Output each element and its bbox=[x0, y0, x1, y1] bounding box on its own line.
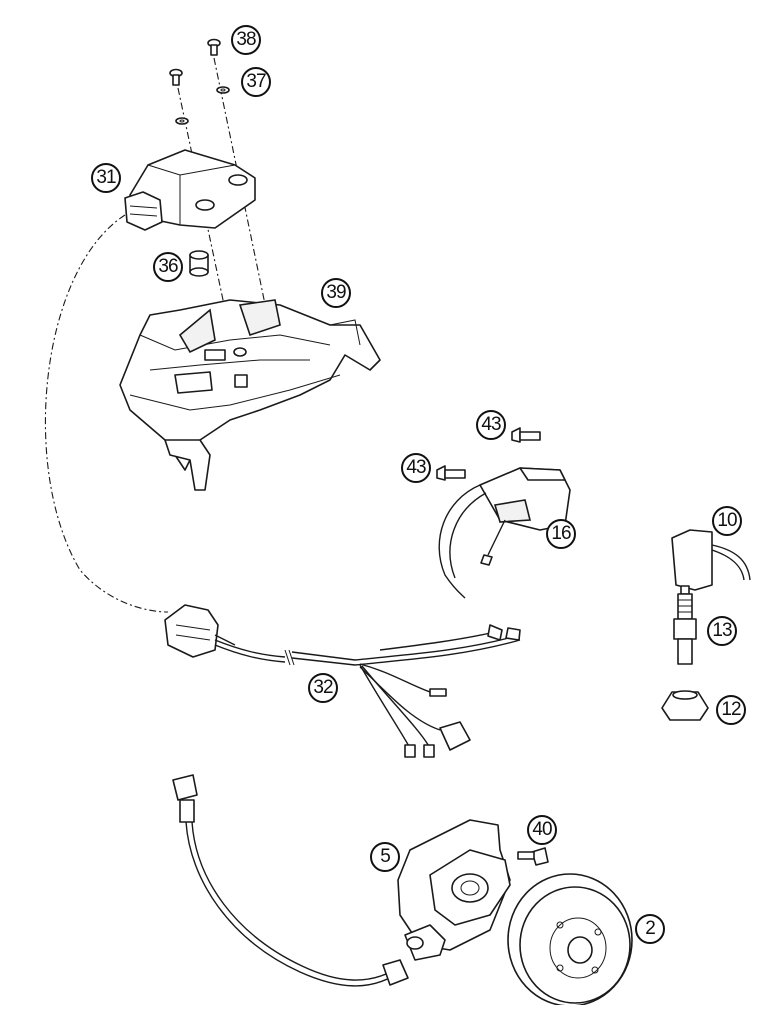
callout-13[interactable]: 13 bbox=[707, 616, 737, 646]
callout-16[interactable]: 16 bbox=[546, 519, 576, 549]
callout-10[interactable]: 10 bbox=[712, 506, 742, 536]
grommet-36 bbox=[189, 250, 209, 277]
spark-plug-13 bbox=[673, 585, 697, 665]
wiring-harness-32 bbox=[164, 604, 521, 758]
flywheel-2 bbox=[507, 873, 633, 1007]
holder-39 bbox=[119, 299, 381, 491]
screws-43 bbox=[436, 427, 541, 481]
callout-40[interactable]: 40 bbox=[527, 815, 557, 845]
stator-cable bbox=[172, 774, 409, 987]
stator-plate-5 bbox=[397, 819, 511, 961]
callout-32[interactable]: 32 bbox=[308, 673, 338, 703]
washer-37 bbox=[175, 86, 230, 125]
callout-5[interactable]: 5 bbox=[370, 842, 400, 872]
ignition-coil-16 bbox=[438, 467, 571, 599]
screw-left bbox=[169, 68, 241, 381]
cap-12 bbox=[661, 690, 709, 721]
callout-37[interactable]: 37 bbox=[241, 67, 271, 97]
callout-43-top[interactable]: 43 bbox=[476, 410, 506, 440]
screw-40 bbox=[517, 847, 549, 866]
screw-38 bbox=[207, 38, 273, 339]
spark-plug-connector-10 bbox=[671, 529, 751, 591]
callout-38[interactable]: 38 bbox=[231, 25, 261, 55]
callout-43-left[interactable]: 43 bbox=[401, 453, 431, 483]
callout-39[interactable]: 39 bbox=[321, 278, 351, 308]
callout-36[interactable]: 36 bbox=[153, 252, 183, 282]
callout-12[interactable]: 12 bbox=[716, 695, 746, 725]
cdi-unit-31 bbox=[124, 149, 256, 231]
callout-31[interactable]: 31 bbox=[91, 163, 121, 193]
callout-2[interactable]: 2 bbox=[635, 914, 665, 944]
